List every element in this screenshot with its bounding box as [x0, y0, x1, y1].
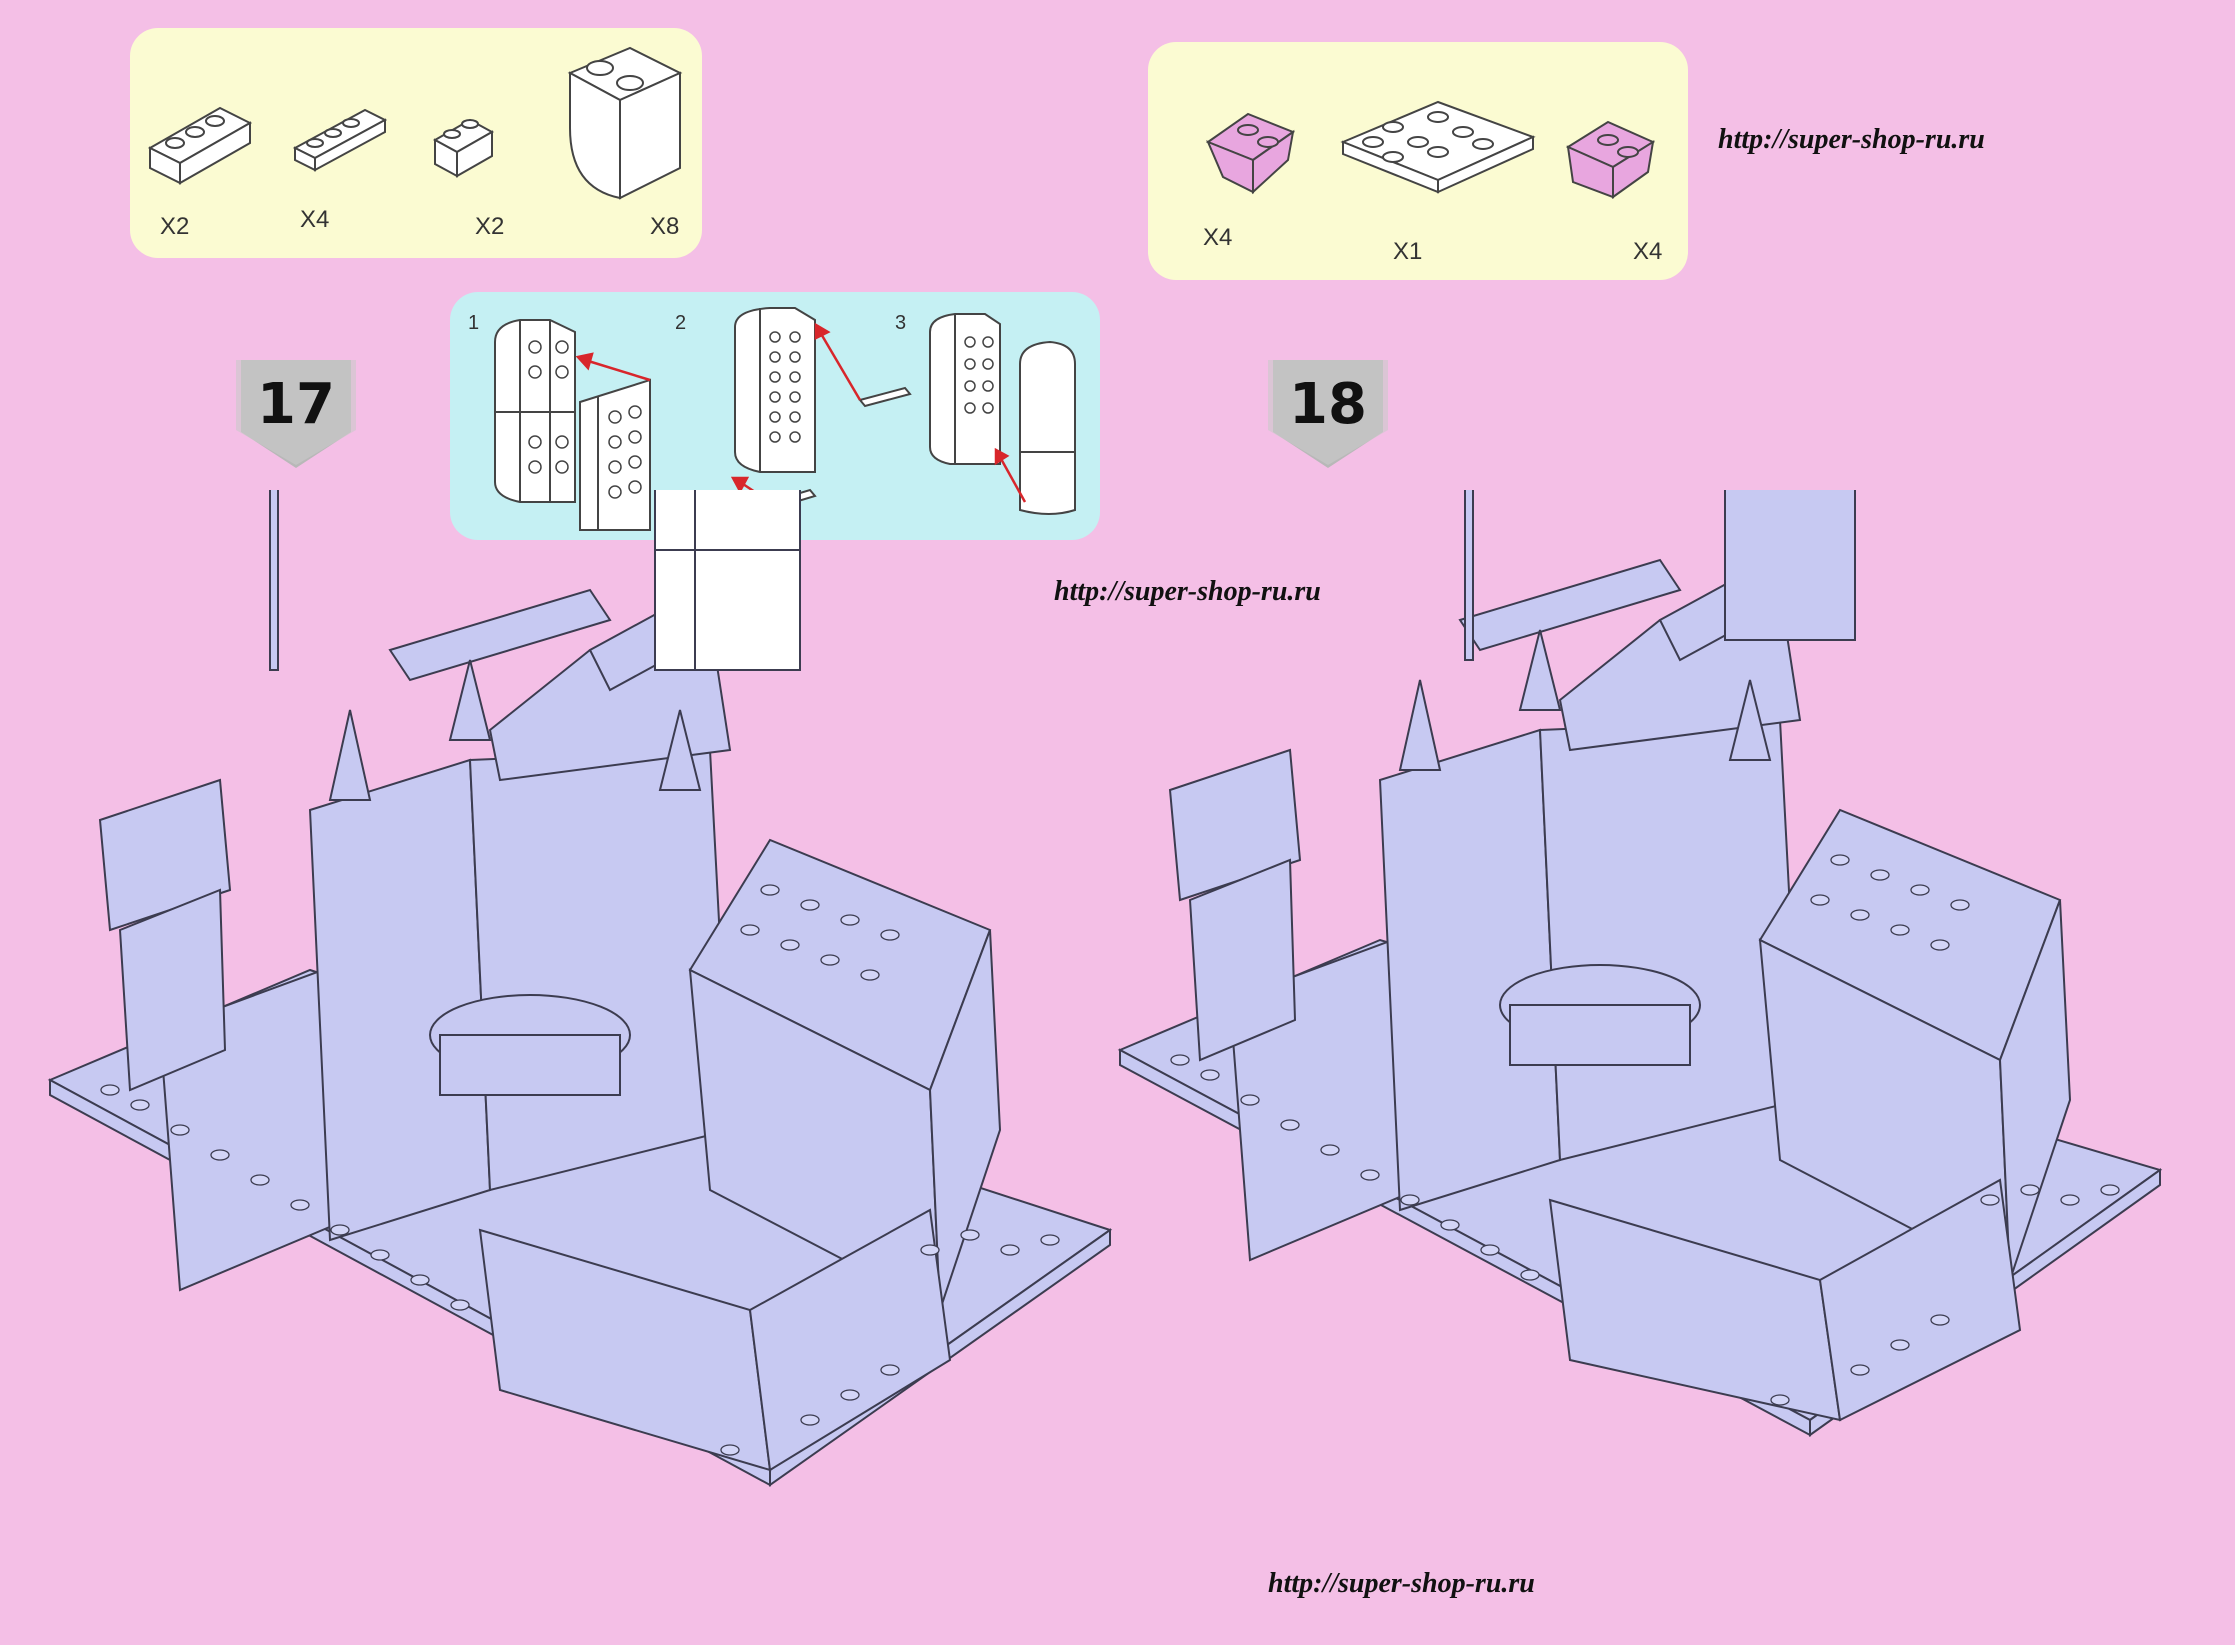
- watermark-url-bottom: http://super-shop-ru.ru: [1268, 1568, 1535, 1599]
- substep-number: 2: [675, 312, 687, 334]
- step-17-badge: 17: [226, 360, 366, 470]
- step-number: 18: [1289, 372, 1367, 437]
- step-number: 17: [257, 372, 335, 437]
- step-18-badge: 18: [1258, 360, 1398, 470]
- subassembly-illustrations: [494, 307, 1076, 531]
- quantity-label: X8: [650, 213, 680, 240]
- substep-number: 1: [468, 312, 480, 334]
- step-arrow-shape: [236, 360, 356, 468]
- castle-model-step-18: [1117, 490, 2163, 1437]
- quantity-label: X1: [1393, 238, 1423, 265]
- quantity-label: X2: [475, 213, 505, 240]
- quantity-label: X2: [160, 213, 190, 240]
- castle-model-step-17: [47, 490, 1113, 1487]
- substep-number: 3: [895, 312, 907, 334]
- parts-illustrations-step-18: [1205, 100, 1656, 199]
- quantity-label: X4: [1633, 238, 1663, 265]
- quantity-label: X4: [1203, 224, 1233, 251]
- step-arrow-shape: [1268, 360, 1388, 468]
- parts-panel-step-17: X2 X4 X2 X8: [130, 28, 702, 258]
- watermark-url-middle: http://super-shop-ru.ru: [1054, 576, 1321, 607]
- parts-illustrations-step-17: [147, 46, 683, 200]
- watermark-url-top: http://super-shop-ru.ru: [1718, 124, 1985, 155]
- quantity-label: X4: [300, 206, 330, 233]
- parts-panel-step-18: X4 X1 X4: [1148, 42, 1688, 280]
